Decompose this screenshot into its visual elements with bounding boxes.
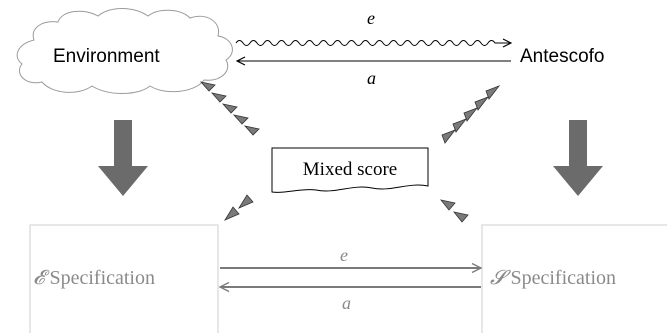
s-specification-label: 𝓢 Specification — [490, 267, 616, 289]
e-specification-label: 𝓔 Specification — [33, 267, 155, 289]
top-forward-label: e — [367, 8, 375, 28]
bottom-backward-label: a — [342, 293, 351, 313]
top-backward-label: a — [367, 68, 376, 88]
environment-label: Environment — [53, 46, 160, 67]
antescofo-label: Antescofo — [520, 46, 605, 67]
score-to-environment-arrowheads-icon — [199, 81, 260, 136]
mixed-score-document-icon — [271, 147, 429, 193]
bottom-forward-label: e — [340, 245, 348, 265]
right-refinement-arrow-icon — [553, 120, 603, 196]
mixed-score-label: Mixed score — [303, 159, 397, 180]
e-specification-box — [29, 224, 219, 333]
e-spec-text: Specification — [49, 267, 155, 289]
environment-cloud-icon — [16, 8, 233, 94]
top-forward-wavy-arrow — [235, 41, 511, 46]
s-spec-text: Specification — [510, 267, 616, 289]
e-spec-symbol: 𝓔 — [33, 267, 50, 289]
score-to-antescofo-arrowheads-icon — [441, 85, 501, 144]
score-to-s-spec-arrowheads-icon — [439, 199, 469, 223]
s-specification-box — [481, 224, 667, 333]
score-to-e-spec-arrowheads-icon — [223, 194, 254, 221]
s-spec-symbol: 𝓢 — [490, 267, 511, 289]
left-refinement-arrow-icon — [98, 120, 148, 196]
